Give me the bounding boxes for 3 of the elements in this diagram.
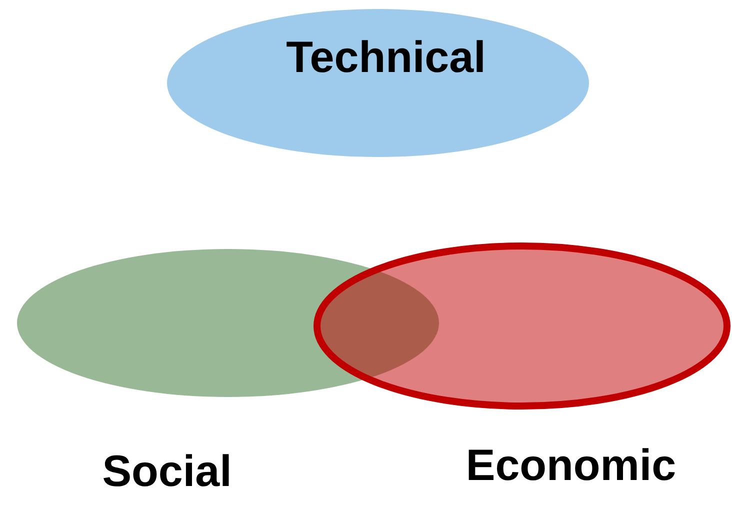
ellipse-label: Social — [102, 447, 232, 497]
ellipse-label: Technical — [286, 33, 486, 83]
ellipse-label: Economic — [466, 441, 676, 491]
